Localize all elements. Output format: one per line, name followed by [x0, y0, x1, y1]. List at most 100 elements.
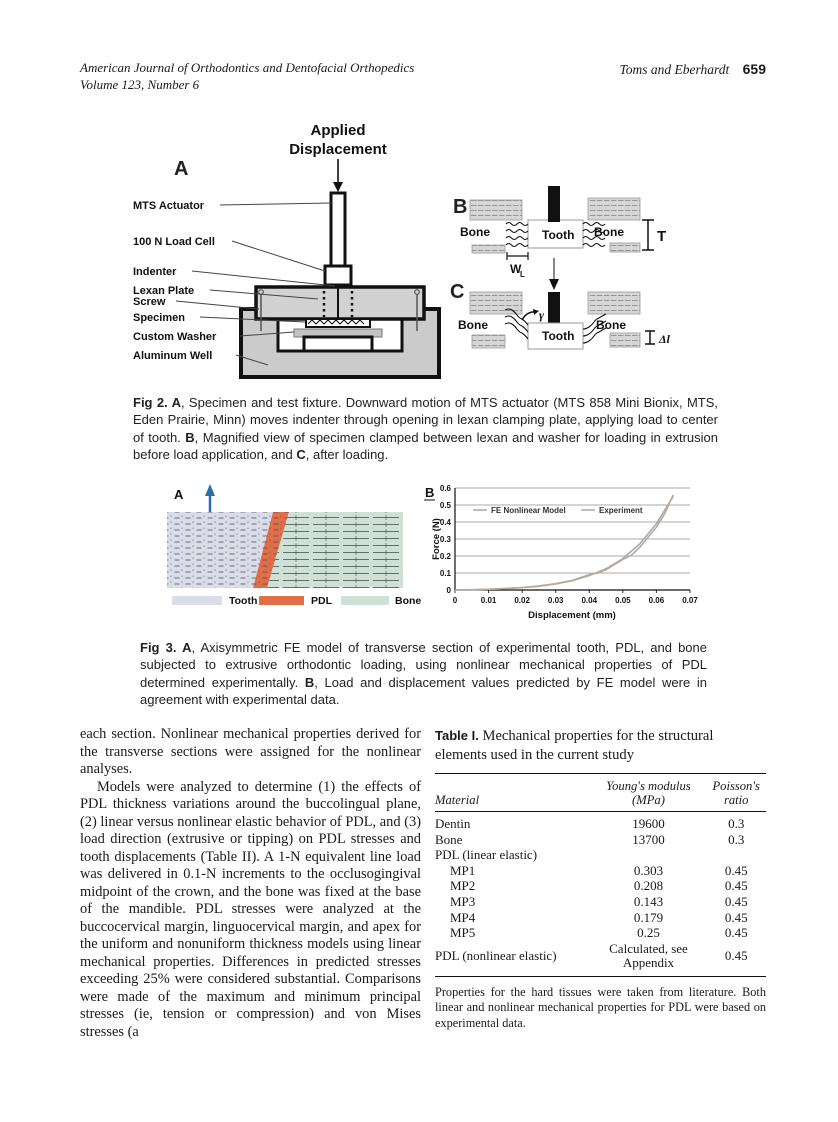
bone-label-left: Bone: [458, 318, 488, 332]
svg-text:0.03: 0.03: [548, 596, 564, 605]
label-aluminum-well: Aluminum Well: [133, 350, 212, 362]
svg-text:0.3: 0.3: [440, 535, 452, 544]
fig3-caption: Fig 3. A, Axisymmetric FE model of trans…: [140, 639, 707, 708]
y-axis-label: Force (N): [431, 518, 442, 560]
bone-block: [469, 291, 523, 315]
svg-text:0.05: 0.05: [615, 596, 631, 605]
table1-label: Table I.: [435, 728, 479, 743]
bone-mesh: [267, 512, 403, 588]
bone-label-right: Bone: [594, 225, 624, 239]
legend-series-2: Experiment: [599, 506, 643, 515]
fig3-legend: Tooth PDL Bone: [172, 595, 421, 607]
fig3-caption-b: B: [304, 674, 315, 690]
fig3-panel-b-label: B: [425, 485, 434, 500]
specimen-strip: [305, 318, 371, 328]
bone-block: [471, 244, 506, 254]
applied-displacement-text: Displacement: [289, 141, 387, 158]
applied-load-arrowhead: [333, 182, 343, 192]
tooth-box: [527, 219, 584, 249]
body-paragraph: Models were analyzed to determine (1) th…: [80, 778, 421, 1040]
authors: Toms and Eberhardt: [619, 62, 730, 77]
chart-series: [454, 494, 674, 591]
panel-a-label: A: [174, 158, 188, 180]
bone-block: [471, 334, 506, 349]
chart-legend: FE Nonlinear Model Experiment: [473, 506, 643, 515]
lexan-plate: [254, 285, 426, 321]
fig3-caption-a: A: [182, 640, 192, 655]
fig2-caption-b: B: [185, 429, 195, 445]
wl-dimension-subscript: L: [520, 270, 525, 279]
tooth-label: Tooth: [542, 228, 574, 242]
bone-label-right: Bone: [596, 318, 626, 332]
page-number: 659: [742, 61, 766, 77]
panel-b-label: B: [453, 196, 467, 218]
table1-footnote: Properties for the hard tissues were tak…: [435, 984, 766, 1030]
table-row: PDL (nonlinear elastic)Calculated, see A…: [435, 940, 748, 971]
running-header-left: American Journal of Orthodontics and Den…: [80, 60, 414, 93]
bone-block: [469, 199, 523, 221]
col-header-youngs: Young's modulus(MPa): [590, 773, 707, 812]
fig2-panel-a: A Applied Displacement: [133, 122, 441, 379]
wl-dimension-label: W: [510, 262, 522, 276]
label-mts-actuator: MTS Actuator: [133, 200, 205, 212]
table1-title-text: Mechanical properties for the structural…: [435, 728, 714, 763]
journal-title: American Journal of Orthodontics and Den…: [80, 60, 415, 75]
svg-text:0.6: 0.6: [440, 484, 452, 493]
specimen-zigzag: [307, 319, 365, 325]
legend-swatch-tooth: [172, 596, 222, 605]
fig3-figure: A Tooth PDL Bone B 0 0.1 0: [167, 484, 698, 621]
legend-label-tooth: Tooth: [229, 595, 257, 607]
svg-text:0.07: 0.07: [682, 596, 698, 605]
fig2-figure: A Applied Displacement: [133, 122, 671, 379]
leader-lines: [175, 202, 336, 366]
panel-c-label: C: [450, 281, 464, 303]
bone-label-left: Bone: [460, 225, 490, 239]
journal-volume: Volume 123, Number 6: [80, 76, 200, 92]
wl-dimension: W L: [506, 252, 529, 279]
legend-label-bone: Bone: [395, 595, 421, 607]
t-dimension-label: T: [657, 228, 666, 245]
gamma-label: γ: [539, 308, 544, 322]
fig2-caption-text: , Specimen and test fixture. Downward mo…: [133, 395, 718, 445]
svg-text:0: 0: [453, 596, 458, 605]
svg-text:0.04: 0.04: [581, 596, 597, 605]
fig2-caption-text: , after loading.: [305, 446, 389, 462]
x-axis-label: Displacement (mm): [528, 610, 616, 621]
svg-text:0: 0: [447, 586, 452, 595]
label-lexan-plate: Lexan Plate: [133, 285, 194, 297]
fig3-panel-a-label: A: [174, 487, 184, 502]
label-custom-washer: Custom Washer: [133, 331, 217, 343]
loading-rod: [548, 186, 560, 222]
b-to-c-arrow: [549, 258, 559, 290]
fig3-panel-a: A Tooth PDL Bone: [167, 484, 421, 607]
fig2-caption-number: Fig 2.: [133, 395, 172, 410]
delta-l-label: Δl: [658, 332, 671, 346]
t-dimension: T: [642, 219, 666, 251]
tooth-box: [527, 322, 584, 350]
bone-block: [609, 242, 641, 253]
col-header-material: Material: [435, 773, 591, 812]
gamma-angle: γ: [521, 308, 544, 322]
svg-text:0.1: 0.1: [440, 569, 452, 578]
bone-block: [609, 332, 641, 348]
fig2-caption: Fig 2. A, Specimen and test fixture. Dow…: [133, 394, 718, 463]
legend-label-pdl: PDL: [311, 595, 333, 607]
fig3-caption-text: , Load and displacement values predicted…: [140, 674, 707, 707]
svg-text:0.02: 0.02: [514, 596, 530, 605]
legend-swatch-bone: [341, 596, 389, 605]
svg-text:0.4: 0.4: [440, 518, 452, 527]
table-row: PDL (linear elastic): [435, 847, 538, 863]
svg-text:0.06: 0.06: [649, 596, 665, 605]
legend-series-1: FE Nonlinear Model: [491, 506, 566, 515]
body-paragraph: each section. Nonlinear mechanical prope…: [80, 726, 421, 777]
fig2-caption-text: , Magnified view of specimen clamped bet…: [133, 429, 718, 462]
body-column-right: Table I. Mechanical properties for the s…: [435, 727, 766, 1044]
